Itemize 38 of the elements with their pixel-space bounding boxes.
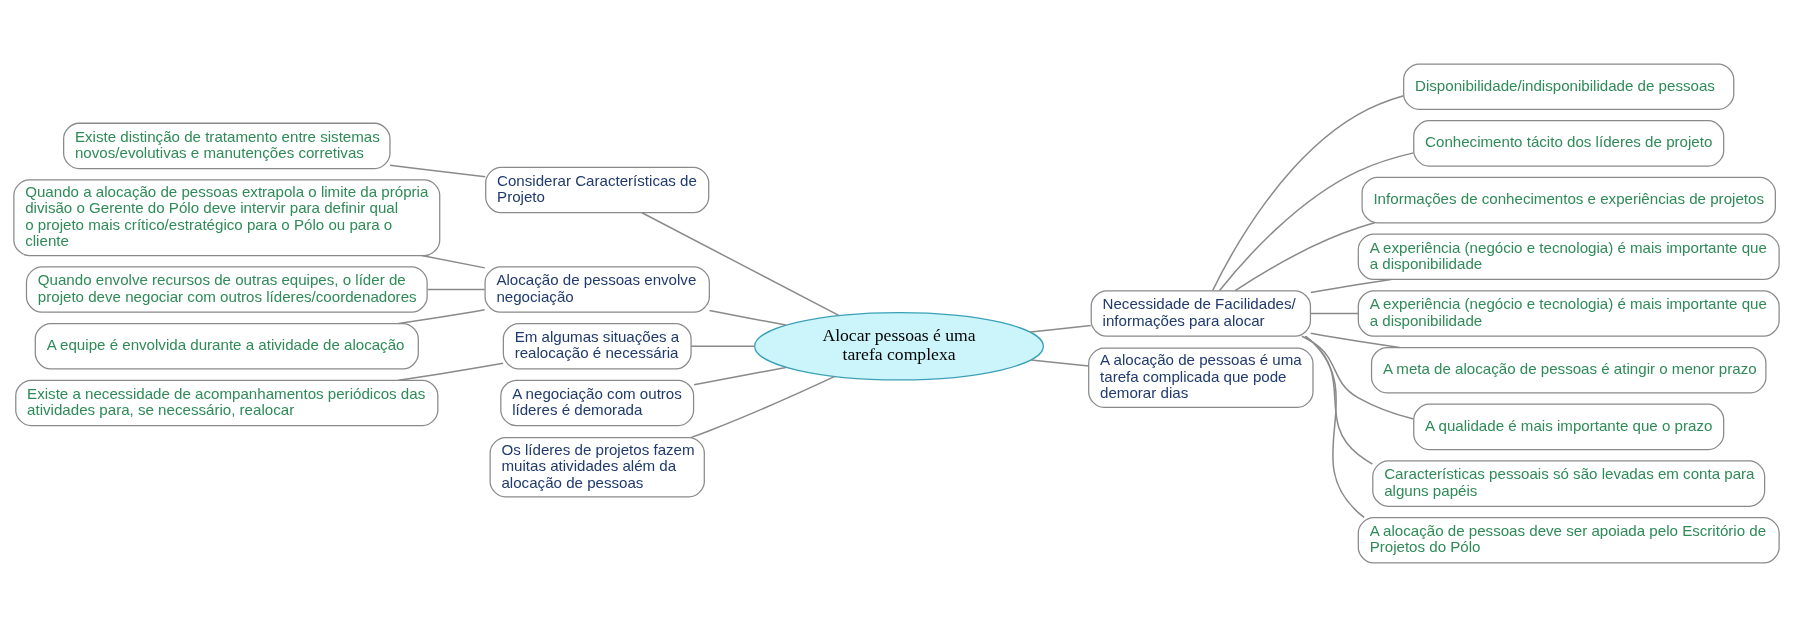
connector bbox=[389, 164, 486, 178]
node-box: Existe a necessidade de acompanhamentos periódicos das atividades para, se necessário, realocar bbox=[15, 379, 439, 427]
node-box: Quando envolve recursos de outras equipes, o líder de projeto deve negociar com outros líderes/coordenadores bbox=[25, 266, 428, 313]
node-ellipse: Alocar pessoas é uma tarefa complexa bbox=[754, 311, 1045, 381]
node-box: A meta de alocação de pessoas é atingir o menor prazo bbox=[1370, 346, 1767, 394]
node-box: A qualidade é mais importante que o prazo bbox=[1413, 403, 1725, 451]
node-box: Alocação de pessoas envolve negociação bbox=[484, 266, 710, 313]
connector bbox=[693, 366, 787, 386]
node-box: Informações de conhecimentos e experiências de projetos bbox=[1361, 176, 1776, 224]
connector bbox=[397, 362, 504, 381]
connector bbox=[1218, 152, 1415, 292]
connector bbox=[690, 345, 756, 347]
connector bbox=[1309, 312, 1359, 315]
connector bbox=[1304, 335, 1374, 465]
connector bbox=[708, 309, 787, 326]
node-box: Características pessoais só são levadas em conta para alguns papéis bbox=[1372, 460, 1766, 507]
node-box: A experiência (negócio e tecnologia) é mais importante que a disponibilidade bbox=[1357, 290, 1780, 337]
node-box: Disponibilidade/indisponibilidade de pessoas bbox=[1403, 63, 1735, 111]
node-box: A negociação com outros líderes é demorada bbox=[500, 379, 695, 427]
node-box: Necessidade de Facilidades/ informações para alocar bbox=[1090, 290, 1312, 337]
node-box: A equipe é envolvida durante a atividade de alocação bbox=[34, 322, 419, 370]
node-box: A alocação de pessoas deve ser apoiada pelo Escritório de Projetos do Pólo bbox=[1357, 516, 1780, 564]
connector bbox=[1211, 95, 1405, 292]
node-box: A alocação de pessoas é uma tarefa complicada que pode demorar dias bbox=[1088, 347, 1314, 408]
connector bbox=[1301, 335, 1415, 420]
node-box: A experiência (negócio e tecnologia) é mais importante que a disponibilidade bbox=[1357, 233, 1780, 281]
connector bbox=[420, 254, 486, 269]
connector bbox=[1030, 359, 1090, 367]
node-box: Existe distinção de tratamento entre sistemas novos/evolutivas e manutenções corretivas bbox=[63, 122, 391, 170]
node-box: Em algumas situações a realocação é necessária bbox=[502, 322, 692, 370]
connector bbox=[426, 288, 486, 291]
node-box: Conhecimento tácito dos líderes de projeto bbox=[1413, 120, 1725, 167]
node-box: Os líderes de projetos fazem muitas atividades além da alocação de pessoas bbox=[489, 436, 705, 498]
connector bbox=[1029, 324, 1092, 333]
node-box: Considerar Características de Projeto bbox=[485, 166, 710, 214]
connector bbox=[1305, 335, 1365, 519]
node-box: Quando a alocação de pessoas extrapola o limite da própria divisão o Gerente do Pólo deve intervir para definir qual o projeto mais crítico/estratégico para o Pólo ou para o cliente bbox=[13, 179, 441, 257]
connector bbox=[641, 212, 840, 317]
